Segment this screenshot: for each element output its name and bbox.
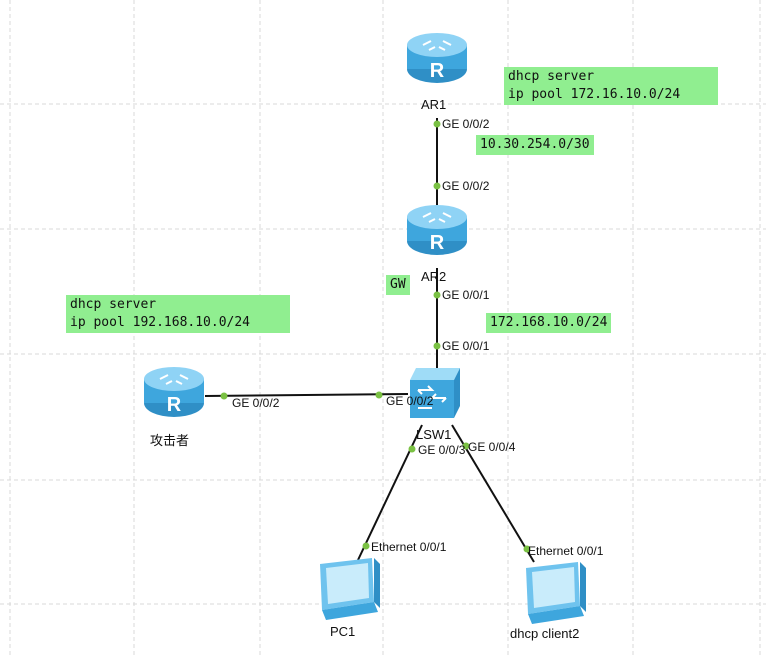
port-dot-lsw1-ge004 [462,442,470,450]
device-label-client2: dhcp client2 [510,626,580,641]
port-label-pc1-eth: Ethernet 0/0/1 [371,540,447,554]
pc-icon[interactable] [526,562,586,624]
note-link-ar1-ar2-subnet[interactable]: 10.30.254.0/30 [476,135,594,155]
port-label-ar2-ge002: GE 0/0/2 [442,179,490,193]
device-label-lsw1: LSW1 [416,427,452,442]
device-label-pc1: PC1 [330,624,356,639]
port-label-lsw1-ge003: GE 0/0/3 [418,443,466,457]
port-dot-ar1 [433,120,441,128]
port-dot-ar2-bottom [433,291,441,299]
port-label-lsw1-ge004: GE 0/0/4 [468,440,516,454]
port-dot-lsw1-ge003 [408,445,416,453]
note-attacker-dhcp-server[interactable]: dhcp server ip pool 192.168.10.0/24 [66,295,290,333]
note-gateway[interactable]: GW [386,275,410,295]
router-icon[interactable]: R [144,367,204,417]
note-link-ar2-lsw1-subnet[interactable]: 172.168.10.0/24 [486,313,612,333]
device-label-attacker: 攻击者 [150,433,190,448]
port-dot-client2 [523,545,531,553]
port-label-attacker-ge002: GE 0/0/2 [232,396,280,410]
svg-text:R: R [167,394,182,416]
port-label-lsw1-ge001: GE 0/0/1 [442,339,490,353]
port-dot-attacker [220,392,228,400]
router-icon[interactable]: R [407,33,467,83]
port-label-ar2-ge001: GE 0/0/1 [442,288,490,302]
port-label-lsw1-ge002: GE 0/0/2 [386,394,434,408]
switch-icon[interactable] [410,368,460,418]
device-label-ar2: AR2 [421,269,447,284]
port-label-ar1-ge002: GE 0/0/2 [442,117,490,131]
pc-icon[interactable] [320,558,380,620]
router-icon[interactable]: R [407,205,467,255]
note-ar1-dhcp-server[interactable]: dhcp server ip pool 172.16.10.0/24 [504,67,718,105]
port-dot-lsw1-left [375,391,383,399]
port-dot-ar2-top [433,182,441,190]
svg-text:R: R [430,232,445,254]
link-attacker-lsw1[interactable] [204,393,409,397]
port-dot-pc1 [362,542,370,550]
port-dot-lsw1-top [433,342,441,350]
port-label-client2-eth: Ethernet 0/0/1 [528,544,604,558]
svg-text:R: R [430,60,445,82]
device-label-ar1: AR1 [421,97,447,112]
